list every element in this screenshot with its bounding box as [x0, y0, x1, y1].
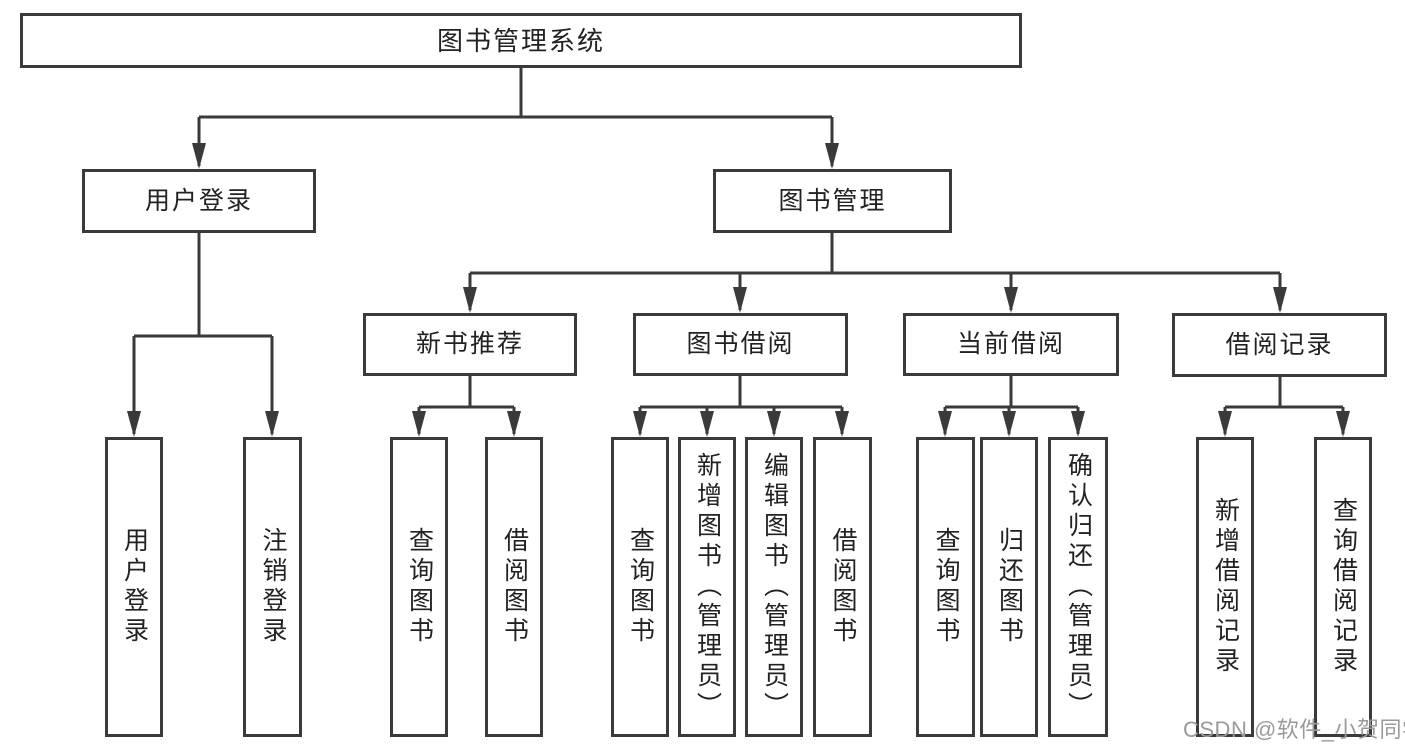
watermark-text: CSDN @软件_小贺同学	[1183, 717, 1405, 742]
connector-arrowheads	[127, 143, 1350, 437]
leaf-query-borrow-record: 查询借阅记录	[1314, 437, 1372, 737]
node-user-login: 用户登录	[82, 169, 316, 233]
leaf-add-books-admin: 新增图书（管理员）	[678, 437, 736, 737]
leaf-query-books-recommend: 查询图书	[390, 437, 448, 737]
leaf-add-borrow-record: 新增借阅记录	[1196, 437, 1254, 737]
node-library-system: 图书管理系统	[20, 13, 1022, 68]
leaf-edit-books-admin: 编辑图书（管理员）	[745, 437, 803, 737]
leaf-logout-login: 注销登录	[243, 437, 302, 737]
leaf-return-books: 归还图书	[980, 437, 1038, 737]
leaf-user-login: 用户登录	[105, 437, 163, 737]
node-book-borrowing: 图书借阅	[633, 313, 848, 376]
leaf-query-books-current: 查询图书	[916, 437, 975, 737]
node-borrowing-records: 借阅记录	[1172, 313, 1387, 377]
leaf-borrow-books: 借阅图书	[813, 437, 872, 737]
leaf-borrow-books-recommend: 借阅图书	[485, 437, 543, 737]
node-new-book-recommendation: 新书推荐	[363, 313, 577, 376]
leaf-confirm-return-admin: 确认归还（管理员）	[1048, 437, 1108, 737]
leaf-query-books-borrow: 查询图书	[611, 437, 669, 737]
connector-lines	[132, 68, 1345, 434]
node-current-borrowing: 当前借阅	[903, 313, 1119, 376]
node-book-management: 图书管理	[713, 169, 952, 233]
